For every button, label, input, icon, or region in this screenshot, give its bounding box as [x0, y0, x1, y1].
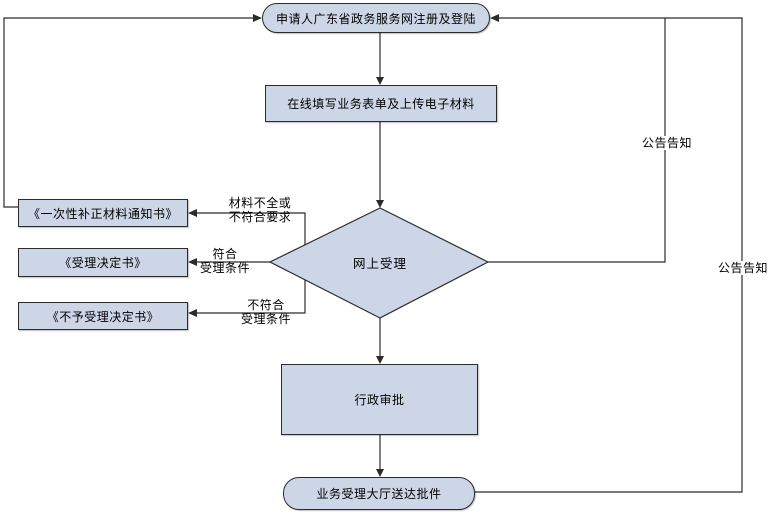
node-reject-decision: 《不予受理决定书》: [18, 302, 188, 330]
node-accept-decision: 《受理决定书》: [18, 248, 188, 277]
arrowhead-into-reject: [188, 309, 197, 317]
edge-label-qualified: 符合 受理条件: [199, 247, 250, 275]
edge-label-unqualified: 不符合 受理条件: [240, 298, 291, 326]
edge-delivery-announce: [475, 17, 743, 493]
node-delivery: 业务受理大厅送达批件: [283, 477, 475, 510]
arrowhead-into-accept: [188, 258, 197, 266]
arrowhead-into-delivery: [376, 469, 384, 477]
arrowhead-into-start-left: [253, 14, 262, 22]
node-admin-approval: 行政审批: [281, 364, 478, 435]
edge-decision-announce: [488, 18, 666, 263]
edge-notice-to-start: [3, 17, 253, 208]
arrowhead-into-notice: [188, 209, 197, 217]
edge-label-announce-outer: 公告告知: [715, 261, 769, 275]
arrowhead-into-start-right: [490, 14, 499, 22]
node-start: 申请人广东省政务服务网注册及登陆: [262, 3, 490, 33]
node-decision-label: 网上受理: [352, 255, 407, 271]
edge-label-announce-inner: 公告告知: [639, 136, 695, 150]
arrowhead-into-fillform: [376, 77, 384, 85]
edge-decision-to-reject: [197, 280, 306, 314]
node-notice: 《一次性补正材料通知书》: [18, 199, 188, 227]
arrowhead-into-approval: [376, 356, 384, 364]
node-fill-form: 在线填写业务表单及上传电子材料: [265, 85, 497, 122]
edge-decision-to-notice: [197, 212, 306, 245]
arrowhead-into-decision: [376, 200, 384, 208]
edge-label-incomplete: 材料不全或 不符合要求: [228, 196, 292, 224]
